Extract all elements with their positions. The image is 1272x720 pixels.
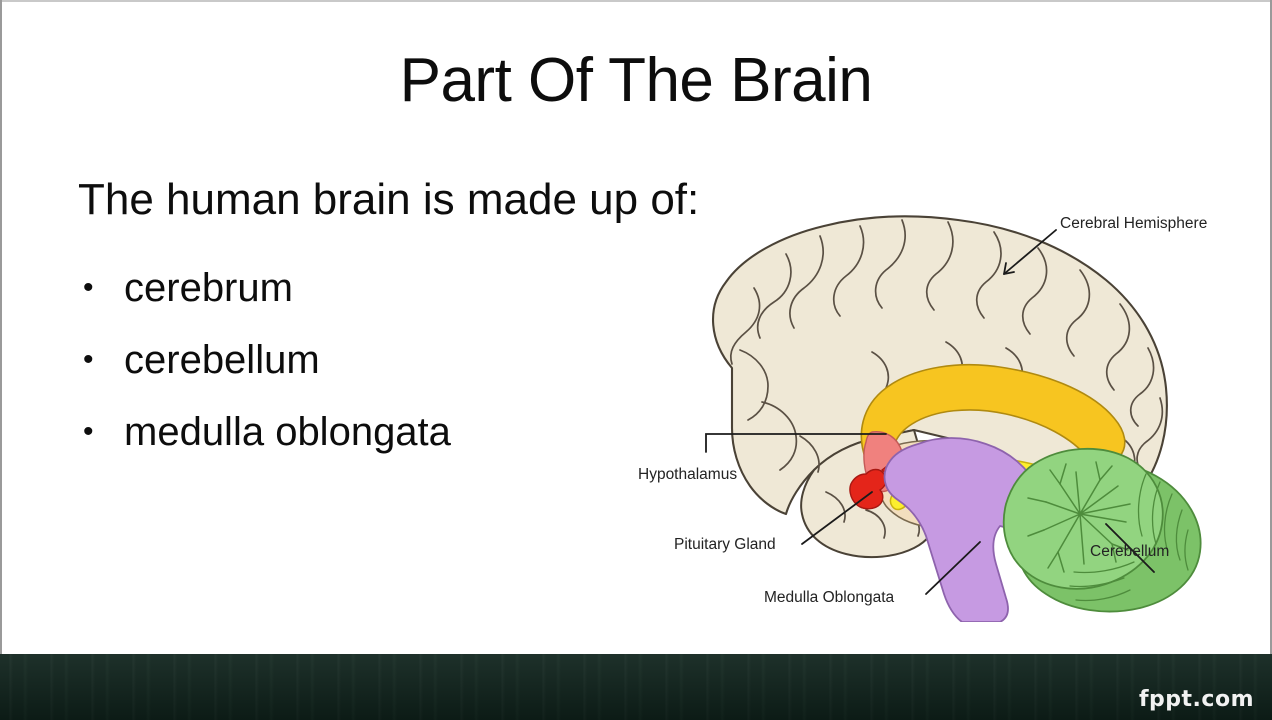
label-hypothalamus: Hypothalamus: [638, 466, 737, 483]
bullet-dot-icon: •: [83, 415, 94, 448]
leader-lines: [705, 229, 1155, 595]
label-medulla-oblongata: Medulla Oblongata: [764, 589, 894, 606]
slide-canvas: Part Of The Brain The human brain is mad…: [2, 2, 1270, 652]
list-item-label: medulla oblongata: [124, 410, 451, 454]
bullet-dot-icon: •: [83, 343, 94, 376]
brain-diagram: Cerebral Hemisphere Cerebellum Hypothala…: [614, 192, 1270, 622]
cerebellum-shape: [1002, 447, 1202, 613]
slide-border-right: [1270, 0, 1272, 654]
list-item: • cerebrum: [78, 252, 678, 324]
label-pituitary-gland: Pituitary Gland: [674, 536, 776, 553]
leader-hypothalamus: [705, 433, 887, 453]
list-item-label: cerebrum: [124, 266, 293, 310]
leader-cerebellum: [1105, 523, 1155, 573]
page-title: Part Of The Brain: [399, 46, 873, 115]
leader-cerebral-hemisphere: [1003, 229, 1057, 275]
brainstem-medulla-shape: [883, 437, 1044, 622]
list-item: • medulla oblongata: [78, 396, 678, 468]
slide-border-left: [0, 0, 2, 654]
lead-sentence: The human brain is made up of:: [78, 175, 700, 224]
leader-medulla: [925, 541, 981, 595]
watermark-logo: fppt.com: [1138, 687, 1254, 712]
bullet-dot-icon: •: [83, 271, 94, 304]
label-cerebral-hemisphere: Cerebral Hemisphere: [1060, 215, 1207, 232]
list-item-label: cerebellum: [124, 338, 320, 382]
footer-stripes: [0, 654, 1272, 720]
list-item: • cerebellum: [78, 324, 678, 396]
leader-pituitary: [801, 491, 873, 545]
footer-bar: fppt.com: [0, 654, 1272, 720]
footer-sheen: [0, 654, 1272, 720]
label-cerebellum: Cerebellum: [1090, 543, 1169, 560]
slide-border-top: [0, 0, 1272, 2]
bullet-list: • cerebrum • cerebellum • medulla oblong…: [78, 252, 678, 468]
